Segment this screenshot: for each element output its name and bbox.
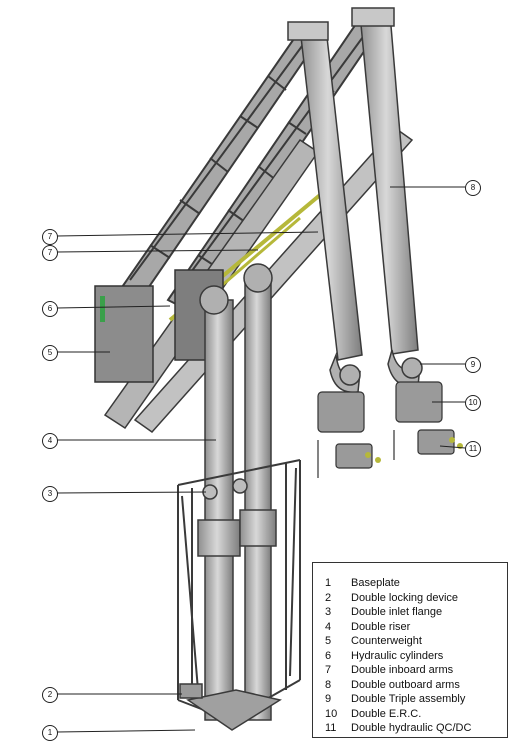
triple-assemblies [329, 349, 423, 394]
callout-6: 6 [42, 301, 58, 317]
base-frame [177, 459, 301, 722]
counterweight-left [94, 285, 154, 383]
callout-5: 5 [42, 345, 58, 361]
callout-3: 3 [42, 486, 58, 502]
counterweight-tag [100, 296, 105, 322]
outboard-arms [287, 7, 419, 361]
callout-1: 1 [42, 725, 58, 741]
callout-7b: 7 [42, 245, 58, 261]
callout-11: 11 [465, 441, 481, 457]
callout-7a: 7 [42, 229, 58, 245]
callout-10: 10 [465, 395, 481, 411]
erc-couplers [317, 381, 455, 478]
callout-9: 9 [465, 357, 481, 373]
callout-2: 2 [42, 687, 58, 703]
double-riser [197, 263, 277, 721]
baseplate [186, 689, 282, 731]
callout-4: 4 [42, 433, 58, 449]
leader-lines [56, 186, 466, 733]
locking-device [179, 683, 203, 699]
callout-8: 8 [465, 180, 481, 196]
